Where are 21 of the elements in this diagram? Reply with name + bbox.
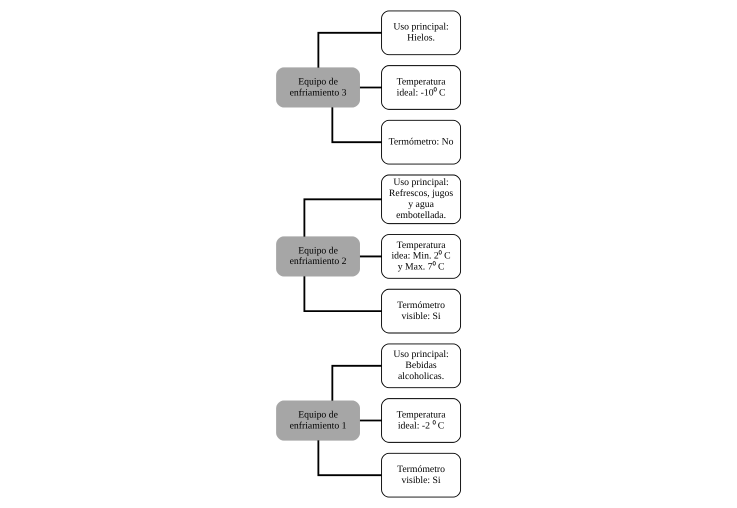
connector xyxy=(360,420,382,422)
node-box: Uso principal: Bebidas alcoholicas. xyxy=(381,343,462,388)
connector xyxy=(317,440,382,476)
connector xyxy=(317,32,382,68)
connector xyxy=(331,364,382,401)
connector xyxy=(360,256,382,258)
connector xyxy=(360,86,382,88)
node-box: Uso principal: Hielos. xyxy=(381,10,462,56)
node-box: Termómetro visible: Si xyxy=(381,288,462,334)
connector xyxy=(331,107,382,144)
node-box: Uso principal: Refrescos, jugos y agua embotellada. xyxy=(381,174,462,224)
node-box: Termómetro: No xyxy=(381,120,462,165)
node-box: Equipo de enfriamiento 1 xyxy=(276,400,360,441)
node-box: Equipo de enfriamiento 2 xyxy=(276,236,360,276)
node-box: Temperatura ideal: -2 ⁰ C xyxy=(381,398,462,443)
node-box: Temperatura ideal: -10⁰ C xyxy=(381,65,462,110)
connector xyxy=(303,276,382,312)
node-box: Termómetro visible: Si xyxy=(381,452,462,498)
connector xyxy=(303,198,382,237)
node-box: Equipo de enfriamiento 3 xyxy=(276,67,360,108)
node-box: Temperatura idea: Min. 2⁰ C y Max. 7⁰ C xyxy=(381,234,462,279)
